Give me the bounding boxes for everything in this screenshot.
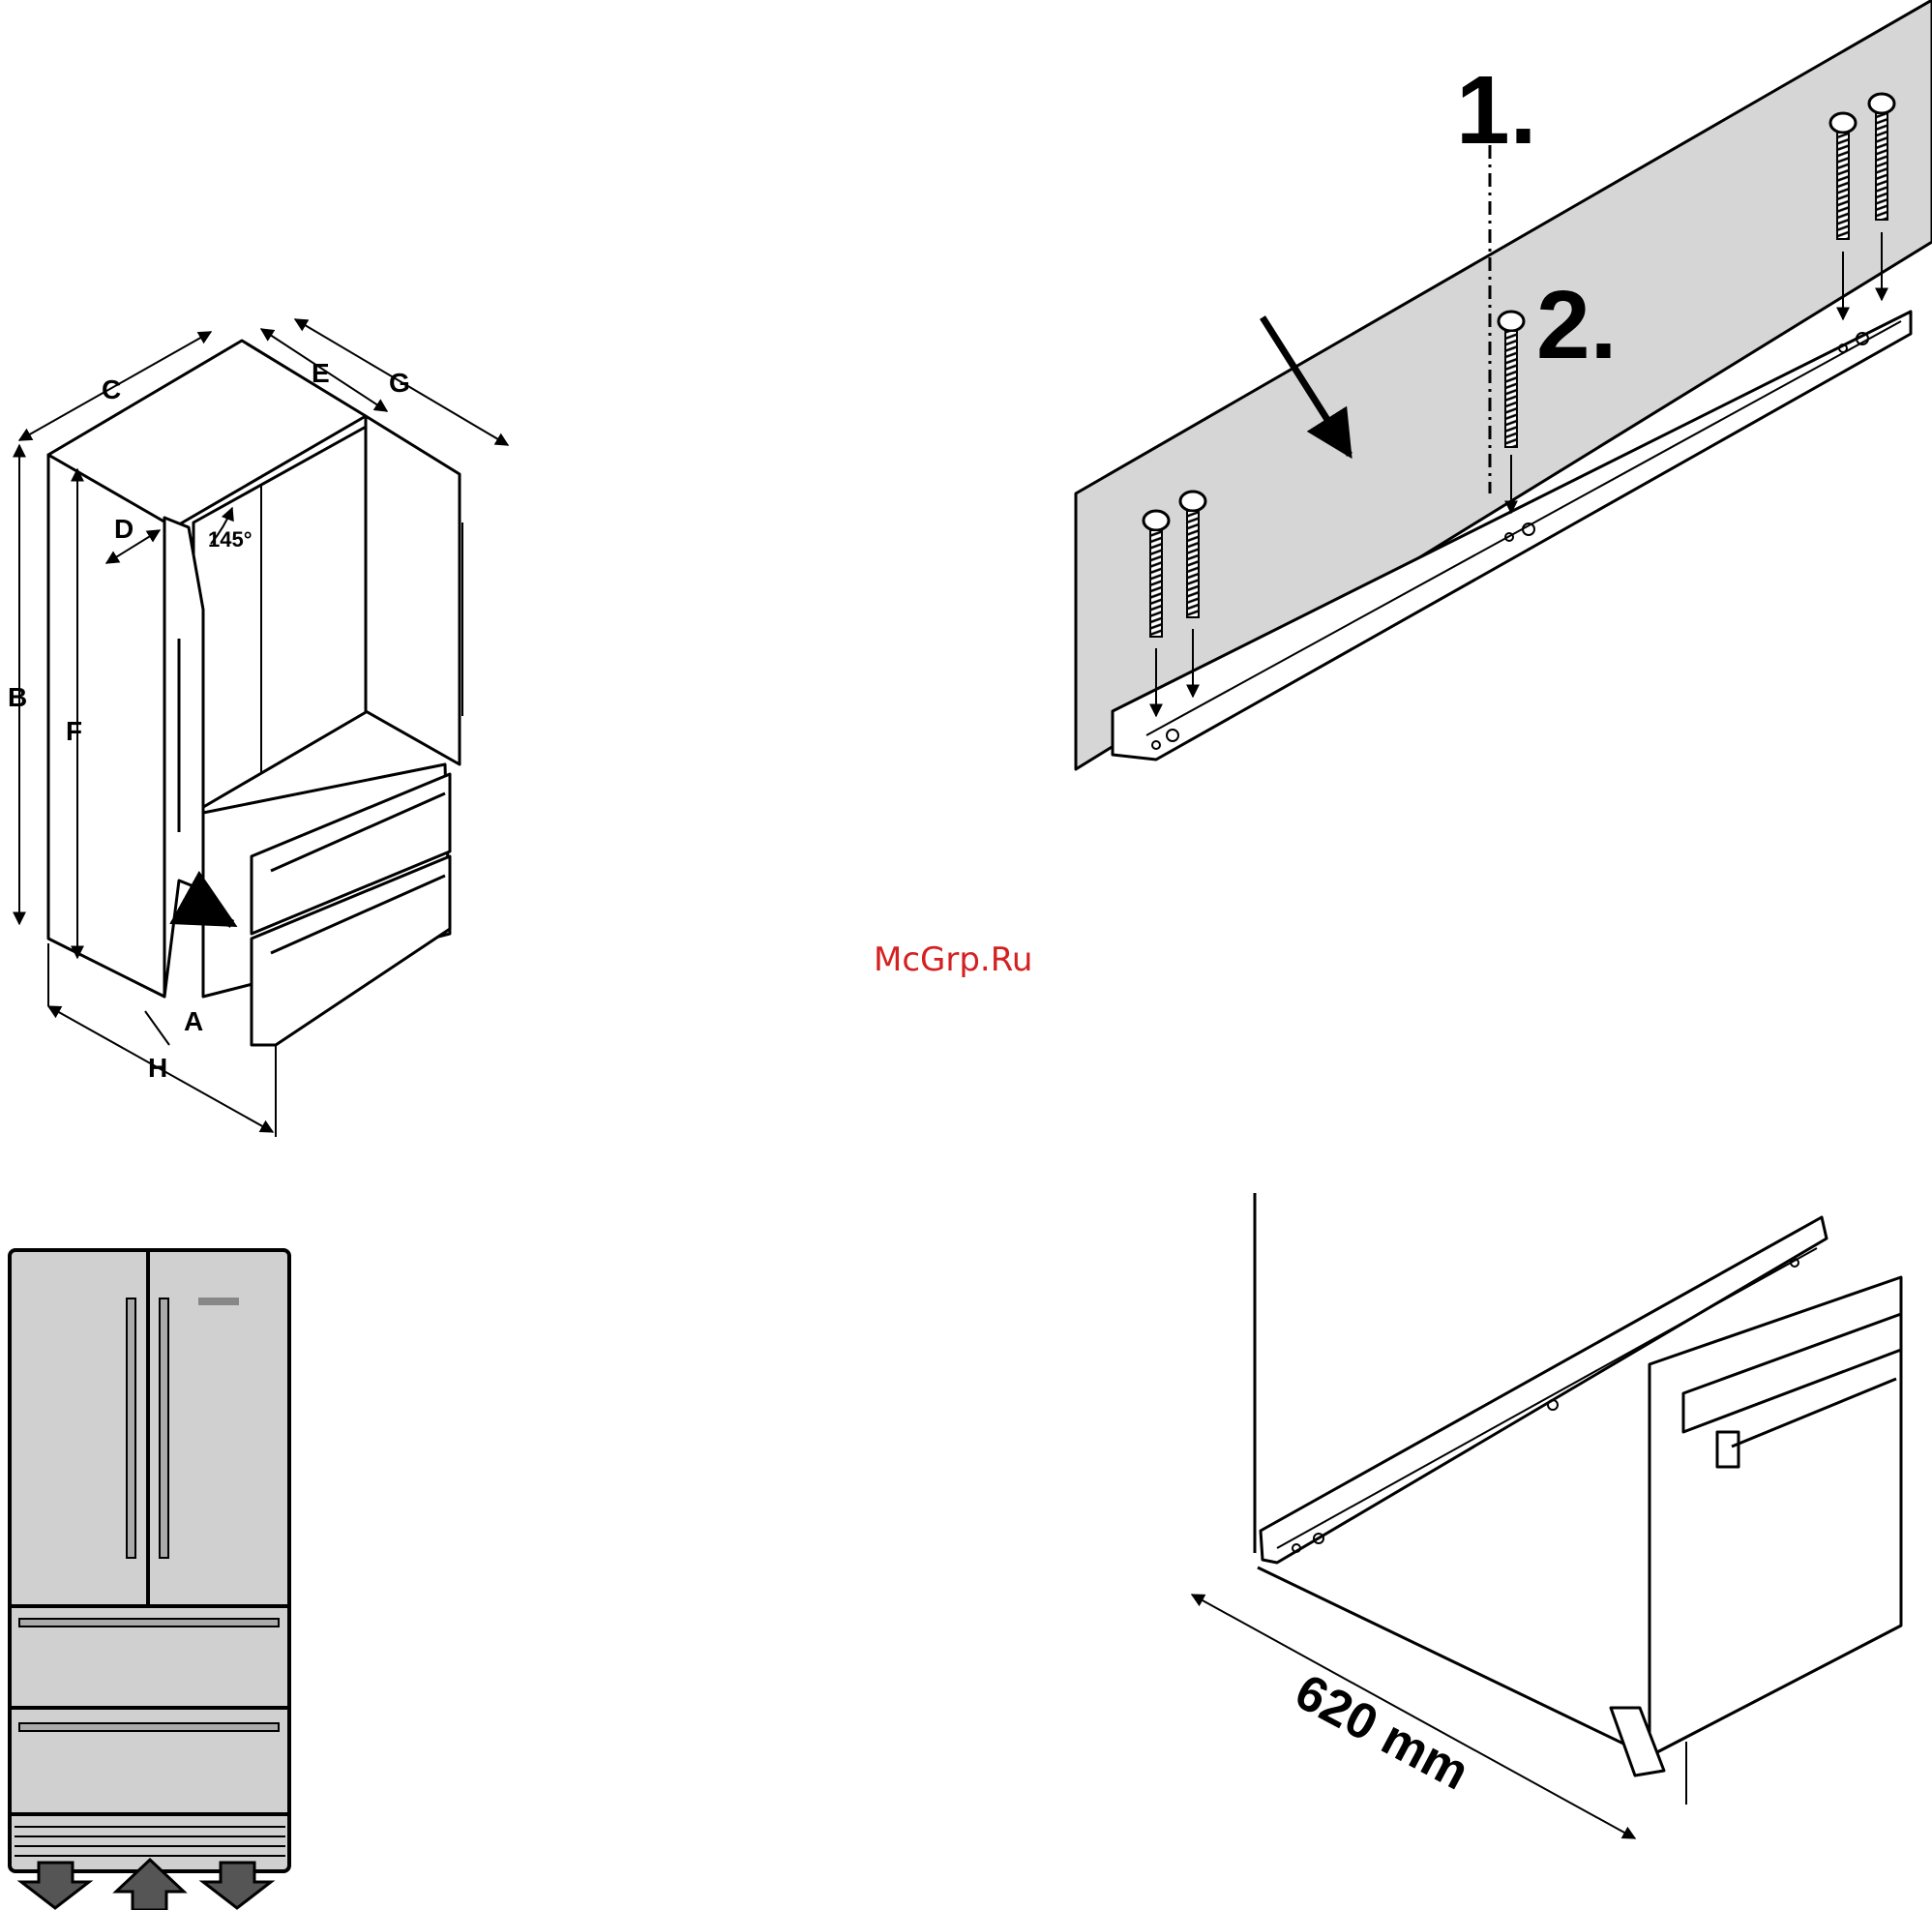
fridge-dimensions-figure: B F C E G D 145° A H <box>8 319 508 1137</box>
depth-label: 620 mm <box>1286 1663 1477 1801</box>
appliance-handle-end <box>1717 1432 1739 1467</box>
label-f: F <box>66 716 82 746</box>
fridge-front-figure <box>10 1250 289 1910</box>
label-g: G <box>389 368 410 398</box>
label-angle: 145° <box>208 527 253 552</box>
right-door-handle <box>160 1298 168 1558</box>
brand-logo <box>198 1298 239 1305</box>
drawer-2-handle <box>19 1723 279 1731</box>
watermark: McGrp.Ru <box>874 940 1032 979</box>
step-1-label: 1. <box>1456 56 1536 164</box>
label-h: H <box>148 1053 167 1083</box>
rail-mounting-figure: 1. 2. <box>1076 0 1932 769</box>
left-door-open <box>164 518 203 997</box>
dim-line-a <box>145 1011 169 1045</box>
step-2-label: 2. <box>1536 271 1617 379</box>
rail-depth-figure: 620 mm <box>1192 1193 1901 1838</box>
label-a: A <box>184 1006 203 1036</box>
label-d: D <box>114 514 134 544</box>
label-c: C <box>102 374 121 404</box>
left-door-handle <box>127 1298 135 1558</box>
drawer-1-handle <box>19 1619 279 1626</box>
label-b: B <box>8 682 27 712</box>
right-door-open <box>366 416 460 764</box>
label-e: E <box>312 358 330 388</box>
